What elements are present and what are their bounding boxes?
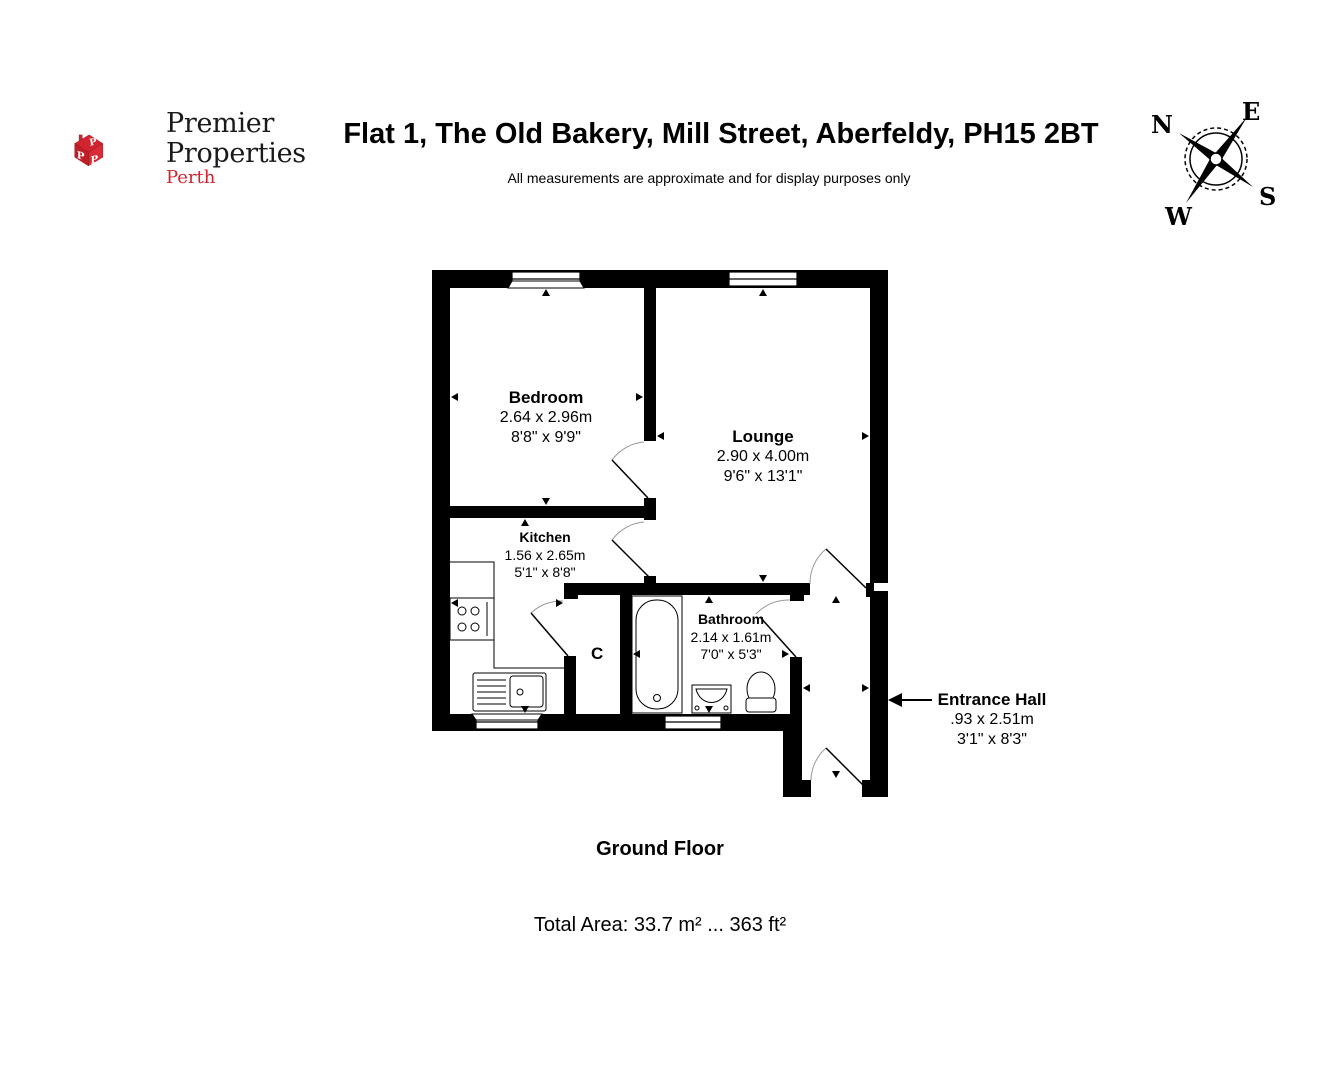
property-address-title: Flat 1, The Old Bakery, Mill Street, Abe… (343, 118, 1099, 150)
room-dimensions-metric: .93 x 2.51m (950, 711, 1034, 729)
room-label-bedroom: Bedroom 2.64 x 2.96m 8'8" x 9'9" (476, 387, 616, 448)
svg-text:P: P (89, 137, 98, 149)
room-dimensions-imperial: 5'1" x 8'8" (514, 564, 576, 580)
room-name: Kitchen (519, 529, 571, 545)
svg-text:P: P (77, 149, 85, 163)
room-label-kitchen: Kitchen 1.56 x 2.65m 5'1" x 8'8" (485, 529, 605, 582)
total-area: Total Area: 33.7 m² ... 363 ft² (533, 914, 787, 936)
brand-name-line1: Premier (166, 108, 275, 139)
room-dimensions-metric: 2.14 x 1.61m (690, 628, 772, 645)
windows (471, 271, 798, 730)
room-label-cupboard: C (591, 644, 604, 663)
room-dimensions-imperial: 8'8" x 9'9" (511, 429, 581, 447)
hob-icon (449, 597, 495, 641)
room-name: Bedroom (508, 388, 584, 407)
room-dimensions-metric: 2.90 x 4.00m (716, 448, 810, 466)
room-label-lounge: Lounge 2.90 x 4.00m 9'6" x 13'1" (693, 426, 833, 487)
dimension-markers (451, 289, 869, 778)
room-name: Lounge (732, 427, 794, 446)
doors (530, 441, 867, 789)
brand-location: Perth (166, 167, 216, 188)
washbasin-icon (691, 684, 732, 714)
room-name: Bathroom (697, 611, 765, 627)
premier-properties-logo-icon: P P P (74, 134, 104, 167)
compass-rose-icon: N E S W (1151, 97, 1276, 231)
room-label-entrance-hall: Entrance Hall .93 x 2.51m 3'1" x 8'3" (927, 689, 1057, 750)
measurements-disclaimer: All measurements are approximate and for… (507, 170, 911, 186)
room-label-bathroom: Bathroom 2.14 x 1.61m 7'0" x 5'3" (671, 611, 791, 664)
room-dimensions-imperial: 9'6" x 13'1" (723, 468, 803, 486)
floor-name: Ground Floor (596, 838, 724, 860)
room-name: Entrance Hall (937, 690, 1047, 709)
compass-west-label: W (1164, 202, 1193, 231)
compass-east-label: E (1242, 97, 1260, 126)
bathtub-icon (631, 595, 683, 714)
room-dimensions-imperial: 3'1" x 8'3" (957, 731, 1027, 749)
brand-name: Premier Properties Perth (166, 110, 306, 187)
sink-icon (472, 672, 547, 712)
compass-north-label: N (1151, 110, 1173, 139)
room-dimensions-metric: 1.56 x 2.65m (504, 546, 586, 563)
room-dimensions-imperial: 7'0" x 5'3" (700, 646, 762, 662)
brand-name-line2: Properties (166, 138, 306, 169)
compass-south-label: S (1259, 182, 1276, 211)
kitchen-fittings (449, 561, 564, 712)
svg-text:P: P (91, 153, 99, 167)
room-dimensions-metric: 2.64 x 2.96m (499, 409, 593, 427)
entrance-arrow-icon (888, 693, 932, 707)
